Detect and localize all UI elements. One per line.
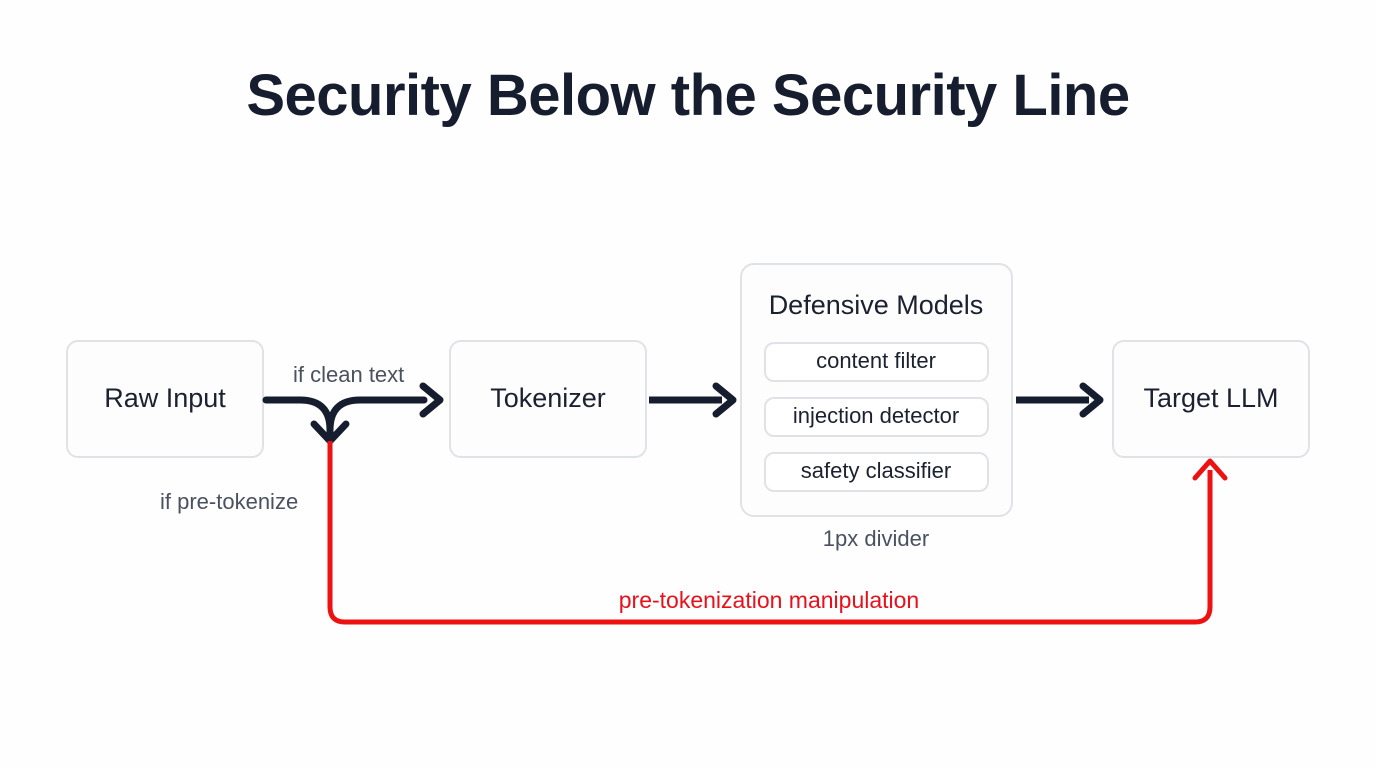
tokenizer-box[interactable] — [449, 340, 647, 458]
target-llm-label: Target LLM — [1143, 383, 1278, 413]
defense-item-content-filter-label: content filter — [816, 348, 936, 373]
defense-item-injection-detector-label: injection detector — [793, 403, 959, 428]
arrowhead-to-tokenizer — [419, 382, 444, 418]
defensive-models-title: Defensive Models — [769, 290, 984, 320]
defense-item-safety-classifier-label: safety classifier — [801, 458, 951, 483]
branch-connector — [262, 382, 444, 445]
arrow-tokenizer-to-defensive — [649, 382, 737, 418]
attack-path — [327, 441, 1228, 625]
edge-label-pre-tokenize: if pre-tokenize — [160, 489, 298, 514]
divider-caption: 1px divider — [823, 526, 929, 551]
branch-right-stem — [326, 396, 428, 440]
page-title: Security Below the Security Line — [246, 63, 1130, 128]
node-tokenizer[interactable]: Tokenizer — [449, 340, 647, 458]
arrow-defensive-to-target — [1016, 382, 1104, 418]
defense-item-content-filter-box[interactable] — [764, 342, 989, 382]
arrowhead — [1079, 382, 1104, 418]
raw-input-label: Raw Input — [104, 383, 226, 413]
target-llm-box[interactable] — [1112, 340, 1310, 458]
arrowhead — [712, 382, 737, 418]
tokenizer-label: Tokenizer — [490, 383, 606, 413]
node-raw-input[interactable]: Raw Input — [66, 340, 264, 458]
node-defensive-models[interactable]: Defensive Models content filter injectio… — [740, 263, 1013, 517]
node-target-llm[interactable]: Target LLM — [1112, 340, 1310, 458]
attack-path-label: pre-tokenization manipulation — [619, 587, 919, 613]
edge-label-clean-text: if clean text — [293, 362, 404, 387]
defense-item-safety-classifier-box[interactable] — [764, 452, 989, 492]
defense-item-injection-detector-box[interactable] — [764, 397, 989, 437]
attack-arrowhead-to-target-llm — [1192, 458, 1228, 481]
attack-path-line — [327, 441, 1213, 625]
